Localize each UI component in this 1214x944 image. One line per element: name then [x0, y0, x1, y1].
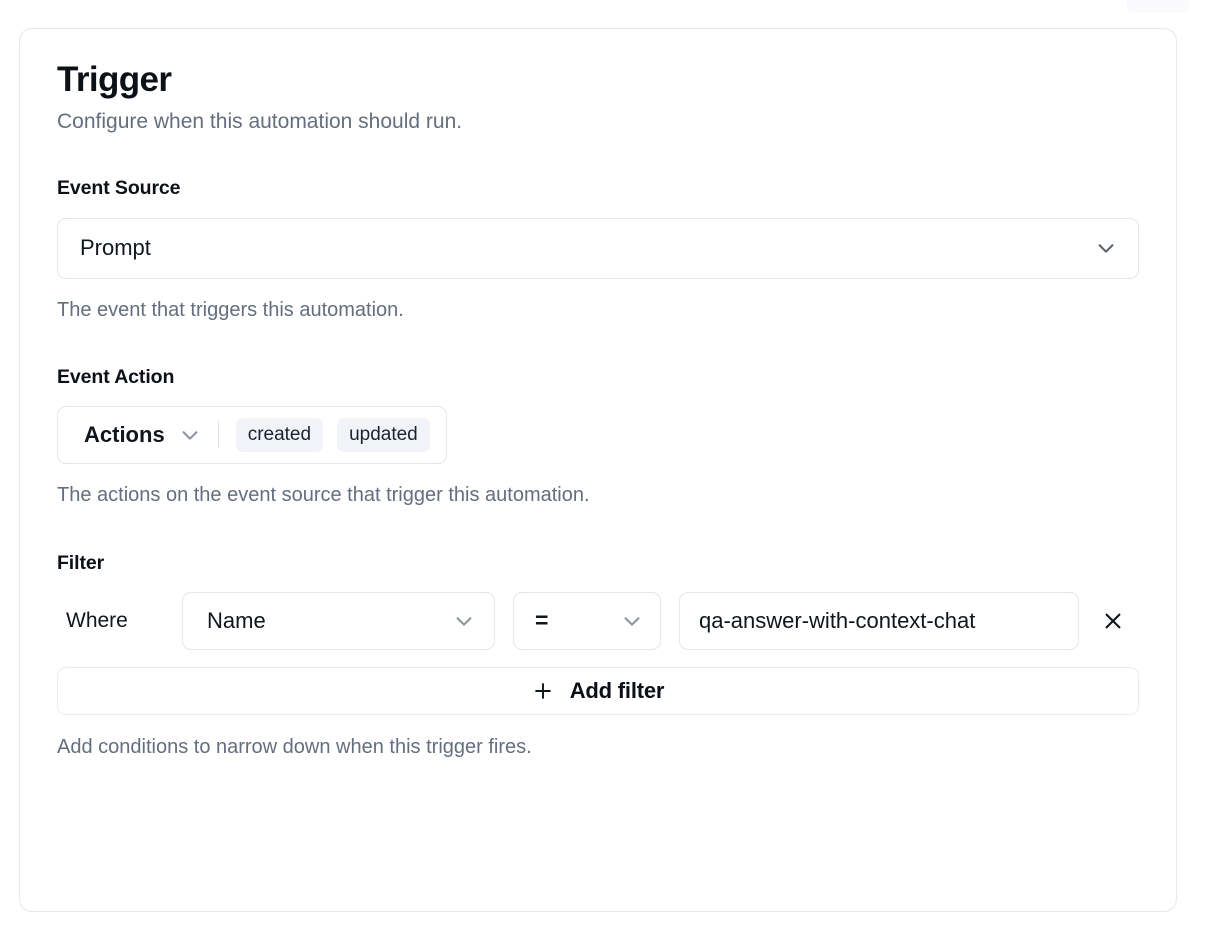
close-icon [1102, 610, 1124, 632]
event-action-control: Actions created updated [57, 405, 447, 464]
plus-icon [532, 680, 554, 702]
chevron-down-icon [179, 424, 201, 446]
event-action-helper: The actions on the event source that tri… [57, 483, 590, 506]
event-source-select[interactable]: Prompt [57, 217, 1139, 279]
event-source-helper: The event that triggers this automation. [57, 298, 404, 321]
filter-row: Where Name = [57, 591, 1139, 650]
event-action-dropdown[interactable]: Actions [84, 422, 201, 448]
filter-field-value: Name [207, 607, 266, 633]
remove-filter-button[interactable] [1095, 603, 1131, 639]
event-action-pill-updated[interactable]: updated [337, 417, 430, 452]
trigger-card: Trigger Configure when this automation s… [19, 28, 1177, 912]
filter-section: Filter Where Name = [57, 552, 1139, 760]
event-action-pill-created[interactable]: created [235, 417, 324, 452]
add-filter-label: Add filter [569, 677, 665, 703]
event-action-section: Event Action Actions created updated The… [57, 366, 1139, 508]
clipped-overlay-artifact [1127, 0, 1189, 13]
chevron-down-icon [453, 610, 475, 632]
add-filter-button[interactable]: Add filter [57, 666, 1139, 715]
event-source-value: Prompt [80, 235, 151, 261]
event-action-dropdown-label: Actions [84, 421, 165, 447]
filter-operator-select[interactable]: = [513, 591, 661, 650]
page-subtitle: Configure when this automation should ru… [57, 110, 463, 134]
event-action-label: Event Action [57, 365, 175, 388]
page-title: Trigger [57, 60, 172, 99]
event-source-section: Event Source Prompt The event that trigg… [57, 177, 1139, 323]
where-label: Where [66, 608, 128, 632]
event-source-label: Event Source [57, 176, 181, 199]
filter-helper: Add conditions to narrow down when this … [57, 735, 532, 758]
divider [217, 421, 219, 449]
filter-operator-value: = [535, 607, 549, 634]
filter-field-select[interactable]: Name [182, 591, 495, 650]
chevron-down-icon [1095, 237, 1117, 259]
filter-value-input[interactable] [679, 591, 1079, 650]
filter-label: Filter [57, 551, 105, 574]
chevron-down-icon [621, 610, 643, 632]
